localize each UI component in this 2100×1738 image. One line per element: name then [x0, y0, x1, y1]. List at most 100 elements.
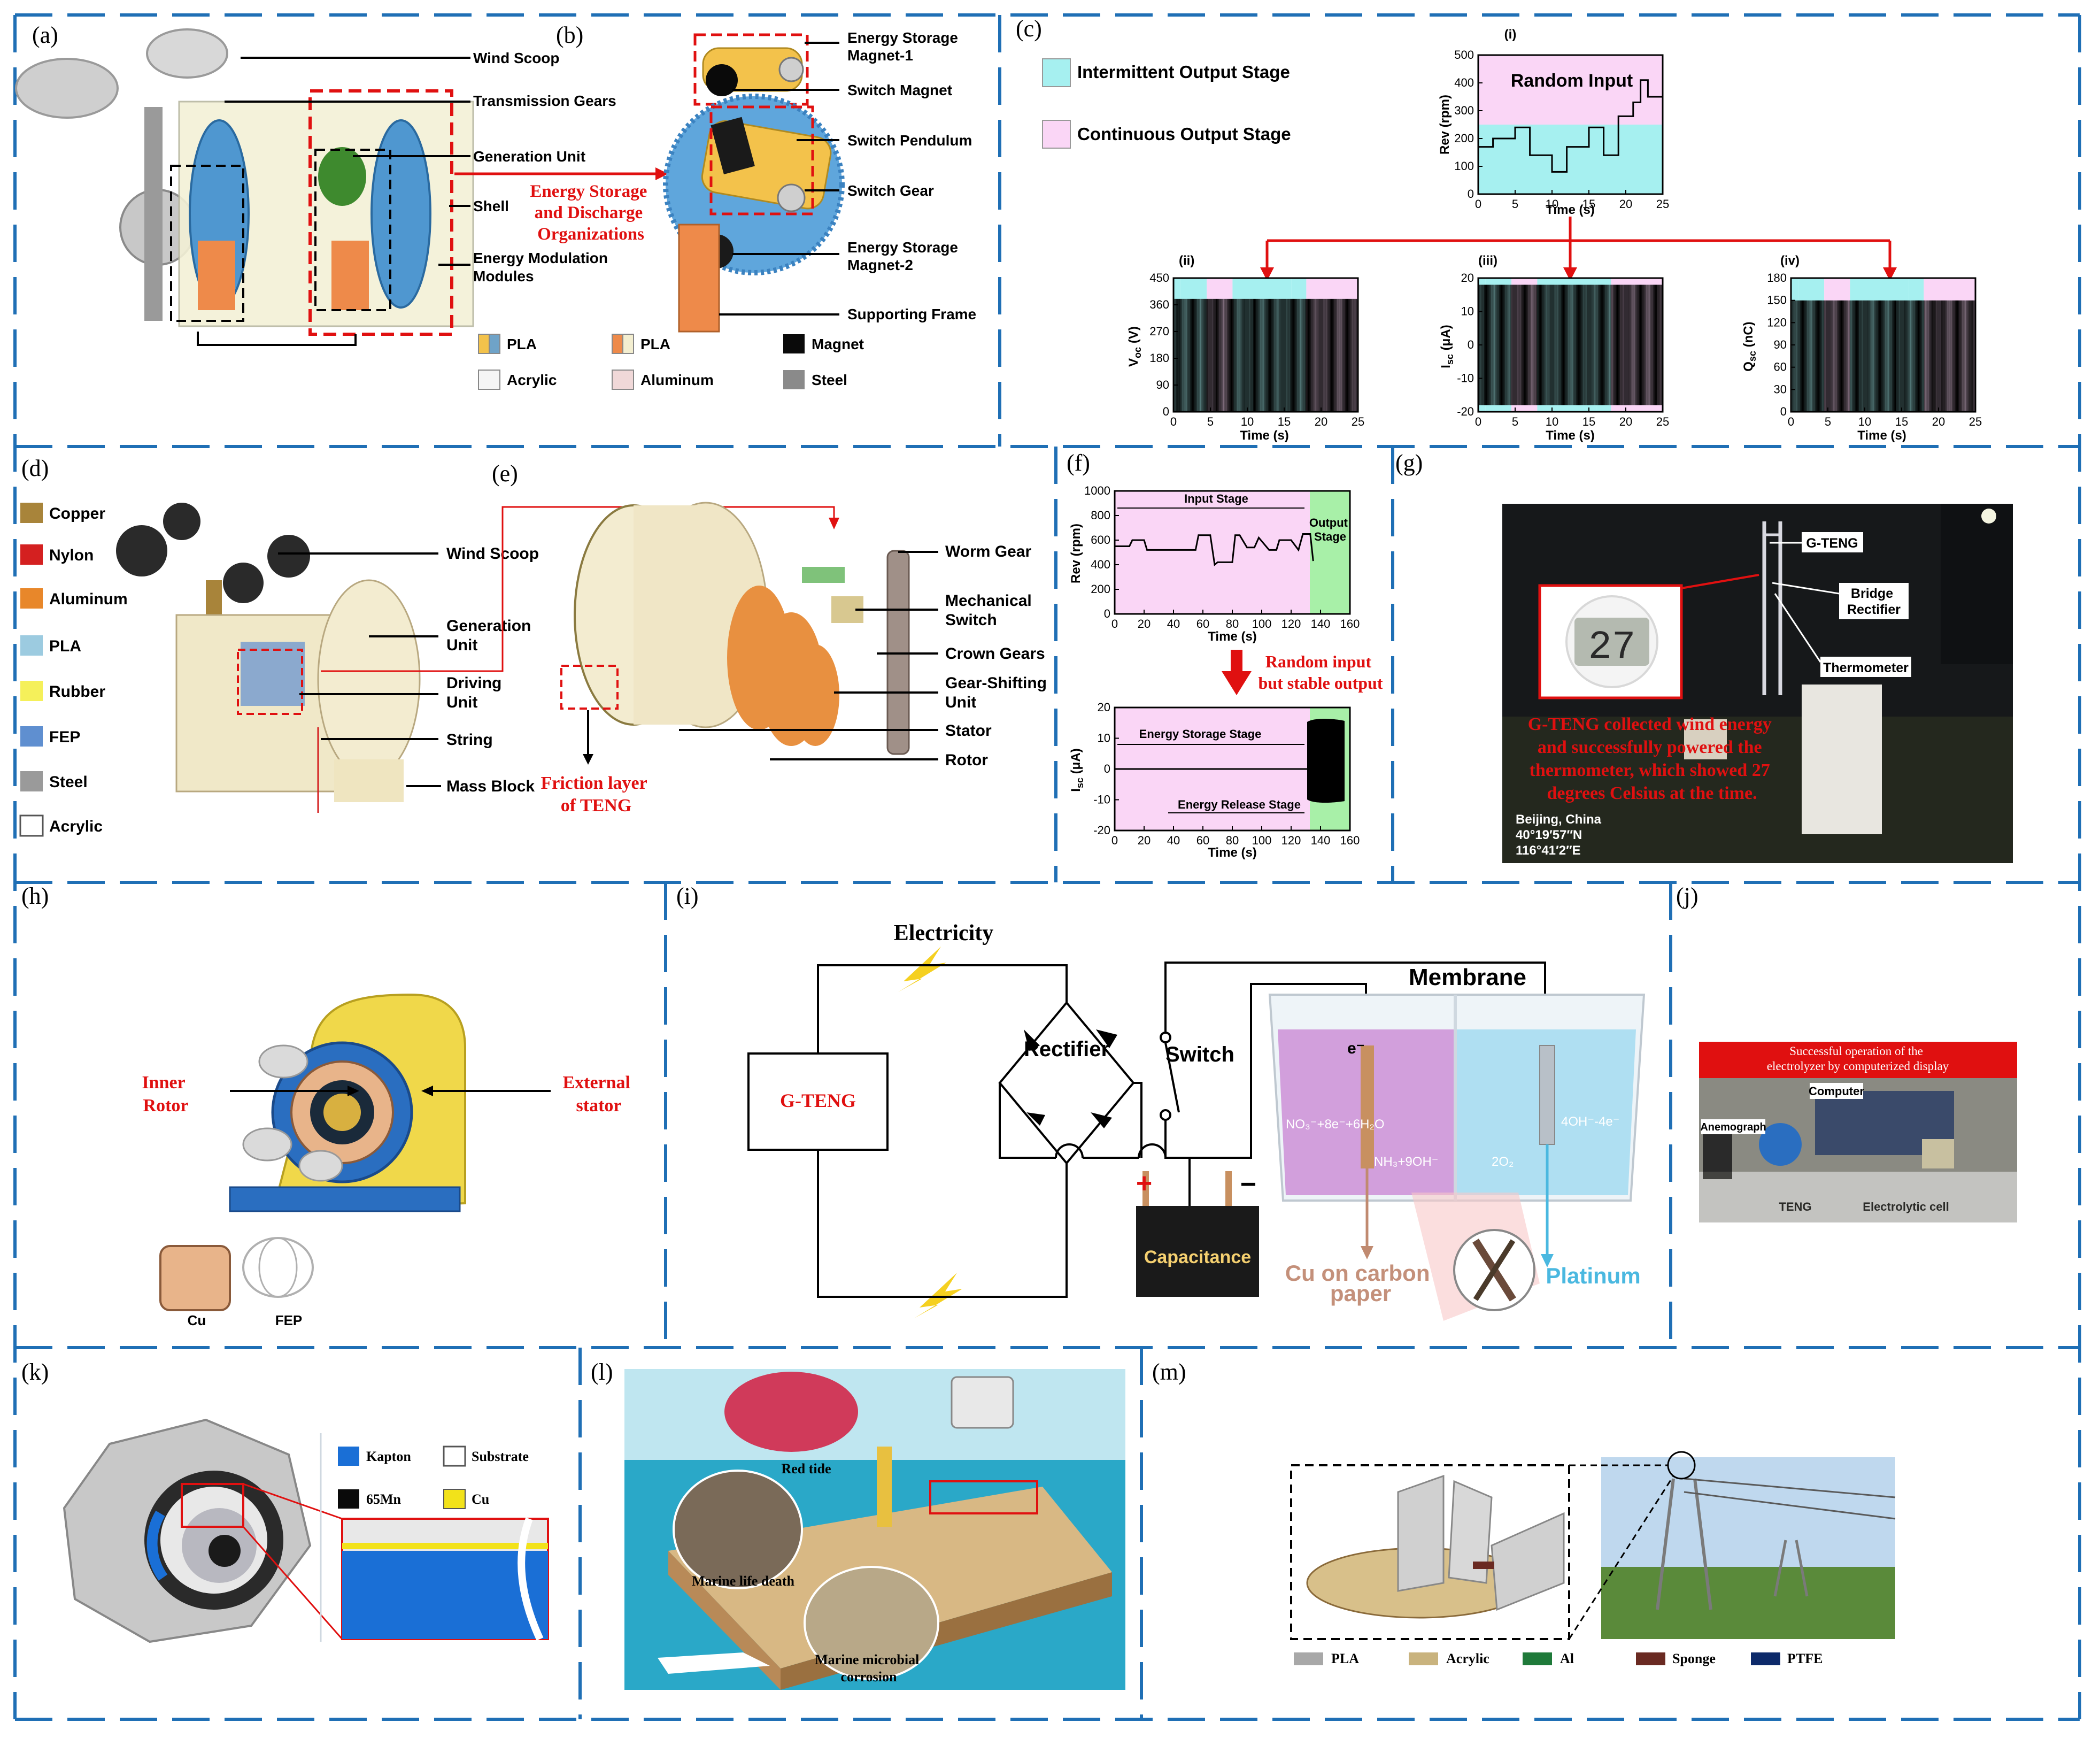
j-box-cell [1852, 1199, 1959, 1214]
c-i-ytick-label-5: 500 [1454, 48, 1474, 61]
c-iii-xtick-label-0: 0 [1475, 415, 1481, 428]
f-arrow-line2: but stable output [1259, 673, 1383, 693]
h-inner-line2: Rotor [143, 1096, 189, 1116]
legend-swatch-acrylic [478, 370, 500, 390]
g-label-box-teng [1802, 532, 1863, 552]
panel-k-illustration [63, 1418, 549, 1643]
panel-d-labels: Wind Scoop Generation Unit Driving Unit … [278, 506, 839, 795]
c-iv-ytick-label-5: 150 [1767, 294, 1787, 307]
f-bottom-ytick-label-1: -10 [1093, 793, 1110, 806]
panel-tag-c: (c) [1016, 16, 1042, 42]
j-banner-text: Successful operation of the electrolyzer… [1767, 1044, 1949, 1073]
label-mechanical-switch: Mechanical Switch [945, 592, 1036, 629]
m-label-pla: PLA [1331, 1651, 1359, 1666]
c-ii-xtick-label-1: 5 [1207, 415, 1214, 428]
j-label-computer: Computer [1809, 1085, 1864, 1098]
i-minus: − [1240, 1169, 1256, 1200]
j-label-cell: Electrolytic cell [1863, 1200, 1949, 1213]
j-banner-line1: Successful operation of the [1789, 1044, 1923, 1058]
h-external-line1: External [562, 1073, 630, 1093]
chart-c-ii-xlabel: Time (s) [1240, 428, 1289, 443]
f-bot-ylabel: Isc (μA) [1069, 748, 1085, 791]
c-iv-ytick-label-6: 180 [1767, 271, 1787, 284]
c-ii-xtick-label-5: 25 [1352, 415, 1364, 428]
h-label-inner: Inner Rotor [142, 1073, 189, 1116]
panel-j-photo: Successful operation of the electrolyzer… [1699, 1042, 2017, 1222]
c-ii-ytick-label-2: 180 [1149, 351, 1169, 365]
i-rectifier-label: Rectifier [1024, 1037, 1109, 1061]
c-i-xtick-label-4: 20 [1619, 197, 1632, 211]
c-i-xtick-label-0: 0 [1475, 197, 1481, 211]
g-location-line3: 116°41′2″E [1516, 843, 1581, 858]
f-top-xtick-label-8: 160 [1340, 617, 1360, 630]
k-label-substrate: Substrate [472, 1449, 529, 1464]
panel-b-labels: Energy Storage Magnet-1 Switch Magnet Sw… [719, 29, 976, 322]
drive-unit-line2: Unit [446, 694, 477, 711]
legend-swatch-steel [783, 370, 805, 389]
esm1-line2: Magnet-1 [847, 47, 913, 64]
legend-swatch-steel-d [20, 771, 43, 791]
panel-i-cell: Membrane e⁻ NO₃⁻+8e⁻+6H₂O NH₃+9OH⁻ 4OH⁻-… [1268, 964, 1646, 1321]
c-iv-ytick-label-0: 0 [1780, 405, 1787, 418]
g-caption-line4: degrees Celsius at the time. [1547, 783, 1757, 803]
legend-swatch-pla2-b [622, 334, 634, 354]
h-label-cu: Cu [188, 1312, 206, 1328]
m-swatch-acrylic [1409, 1652, 1438, 1665]
legend-label-rubber: Rubber [49, 683, 105, 701]
g-location-line2: 40°19′57″N [1516, 828, 1582, 842]
c-i-xtick-label-2: 10 [1546, 197, 1558, 211]
i-capacitor [1136, 1206, 1259, 1297]
f-top-ytick-label-4: 800 [1091, 509, 1110, 522]
c-i-xtick-label-1: 5 [1512, 197, 1518, 211]
c-iii-xtick-label-1: 5 [1512, 415, 1518, 428]
c-i-xtick-label-3: 15 [1582, 197, 1595, 211]
i-reaction-left2: NH₃+9OH⁻ [1374, 1155, 1438, 1169]
g-rectifier-line2: Rectifier [1847, 602, 1901, 617]
legend-label-aluminum: Aluminum [640, 372, 714, 388]
f-bottom-xtick-label-7: 140 [1311, 834, 1331, 847]
legend-swatch-pla1-a [478, 334, 490, 354]
panel-a-labels: Wind Scoop Transmission Gears Generation… [225, 50, 668, 284]
f-release-burst [1307, 719, 1345, 803]
f-output-line2: Stage [1314, 530, 1346, 543]
panel-e-illustration [560, 502, 910, 765]
f-arrow-line1: Random input [1265, 652, 1372, 671]
l-label-marine-death: Marine life death [692, 1573, 795, 1589]
gear-shift-line1: Gear-Shifting [945, 674, 1047, 692]
label-energy-storage-magnet-2: Energy Storage Magnet-2 [847, 239, 962, 273]
f-output-line1: Output [1309, 516, 1348, 529]
g-caption-line3: thermometer, which showed 27 [1530, 760, 1770, 780]
g-label-rectifier: Bridge Rectifier [1847, 586, 1901, 617]
i-plus: + [1136, 1168, 1152, 1199]
f-top-ytick-label-3: 600 [1091, 533, 1110, 547]
c-iii-ytick-label-0: -20 [1457, 405, 1474, 418]
panel-tag-e: (e) [492, 460, 518, 487]
i-capacitance-label: Capacitance [1144, 1247, 1251, 1267]
panel-tag-k: (k) [21, 1359, 49, 1385]
panel-d-legend: Copper Nylon Aluminum PLA Rubber FEP Ste… [19, 503, 128, 837]
f-top-xtick-label-5: 100 [1252, 617, 1272, 630]
f-top-xtick-label-1: 20 [1138, 617, 1151, 630]
label-energy-storage-magnet-1: Energy Storage Magnet-1 [847, 29, 962, 64]
i-reaction-right: 4OH⁻-4e⁻ [1561, 1114, 1619, 1129]
chart-c-i-bg-bottom [1478, 125, 1663, 194]
lightning-icon-bottom [914, 1273, 962, 1318]
gear-shift-line2: Unit [945, 694, 976, 711]
legend-label-intermittent: Intermittent Output Stage [1077, 62, 1290, 82]
panel-tag-g: (g) [1395, 450, 1423, 476]
legend-label-nylon: Nylon [49, 547, 94, 564]
g-location-line1: Beijing, China [1516, 812, 1602, 827]
label-energy-modulation: Energy Modulation Modules [473, 250, 612, 284]
label-string: String [446, 731, 493, 749]
l-corrosion-line2: corrosion [841, 1669, 897, 1685]
f-bottom-ytick-label-4: 20 [1098, 701, 1110, 714]
label-switch-magnet: Switch Magnet [847, 82, 952, 98]
c-iii-xtick-label-4: 20 [1619, 415, 1632, 428]
panel-i-circuit: Electricity G-TENG Rectifier Switch Capa… [747, 921, 1551, 1318]
legend-label-steel-d: Steel [49, 773, 88, 791]
c-ii-xtick-label-0: 0 [1170, 415, 1177, 428]
callout-line1: Energy Storage [530, 182, 647, 201]
